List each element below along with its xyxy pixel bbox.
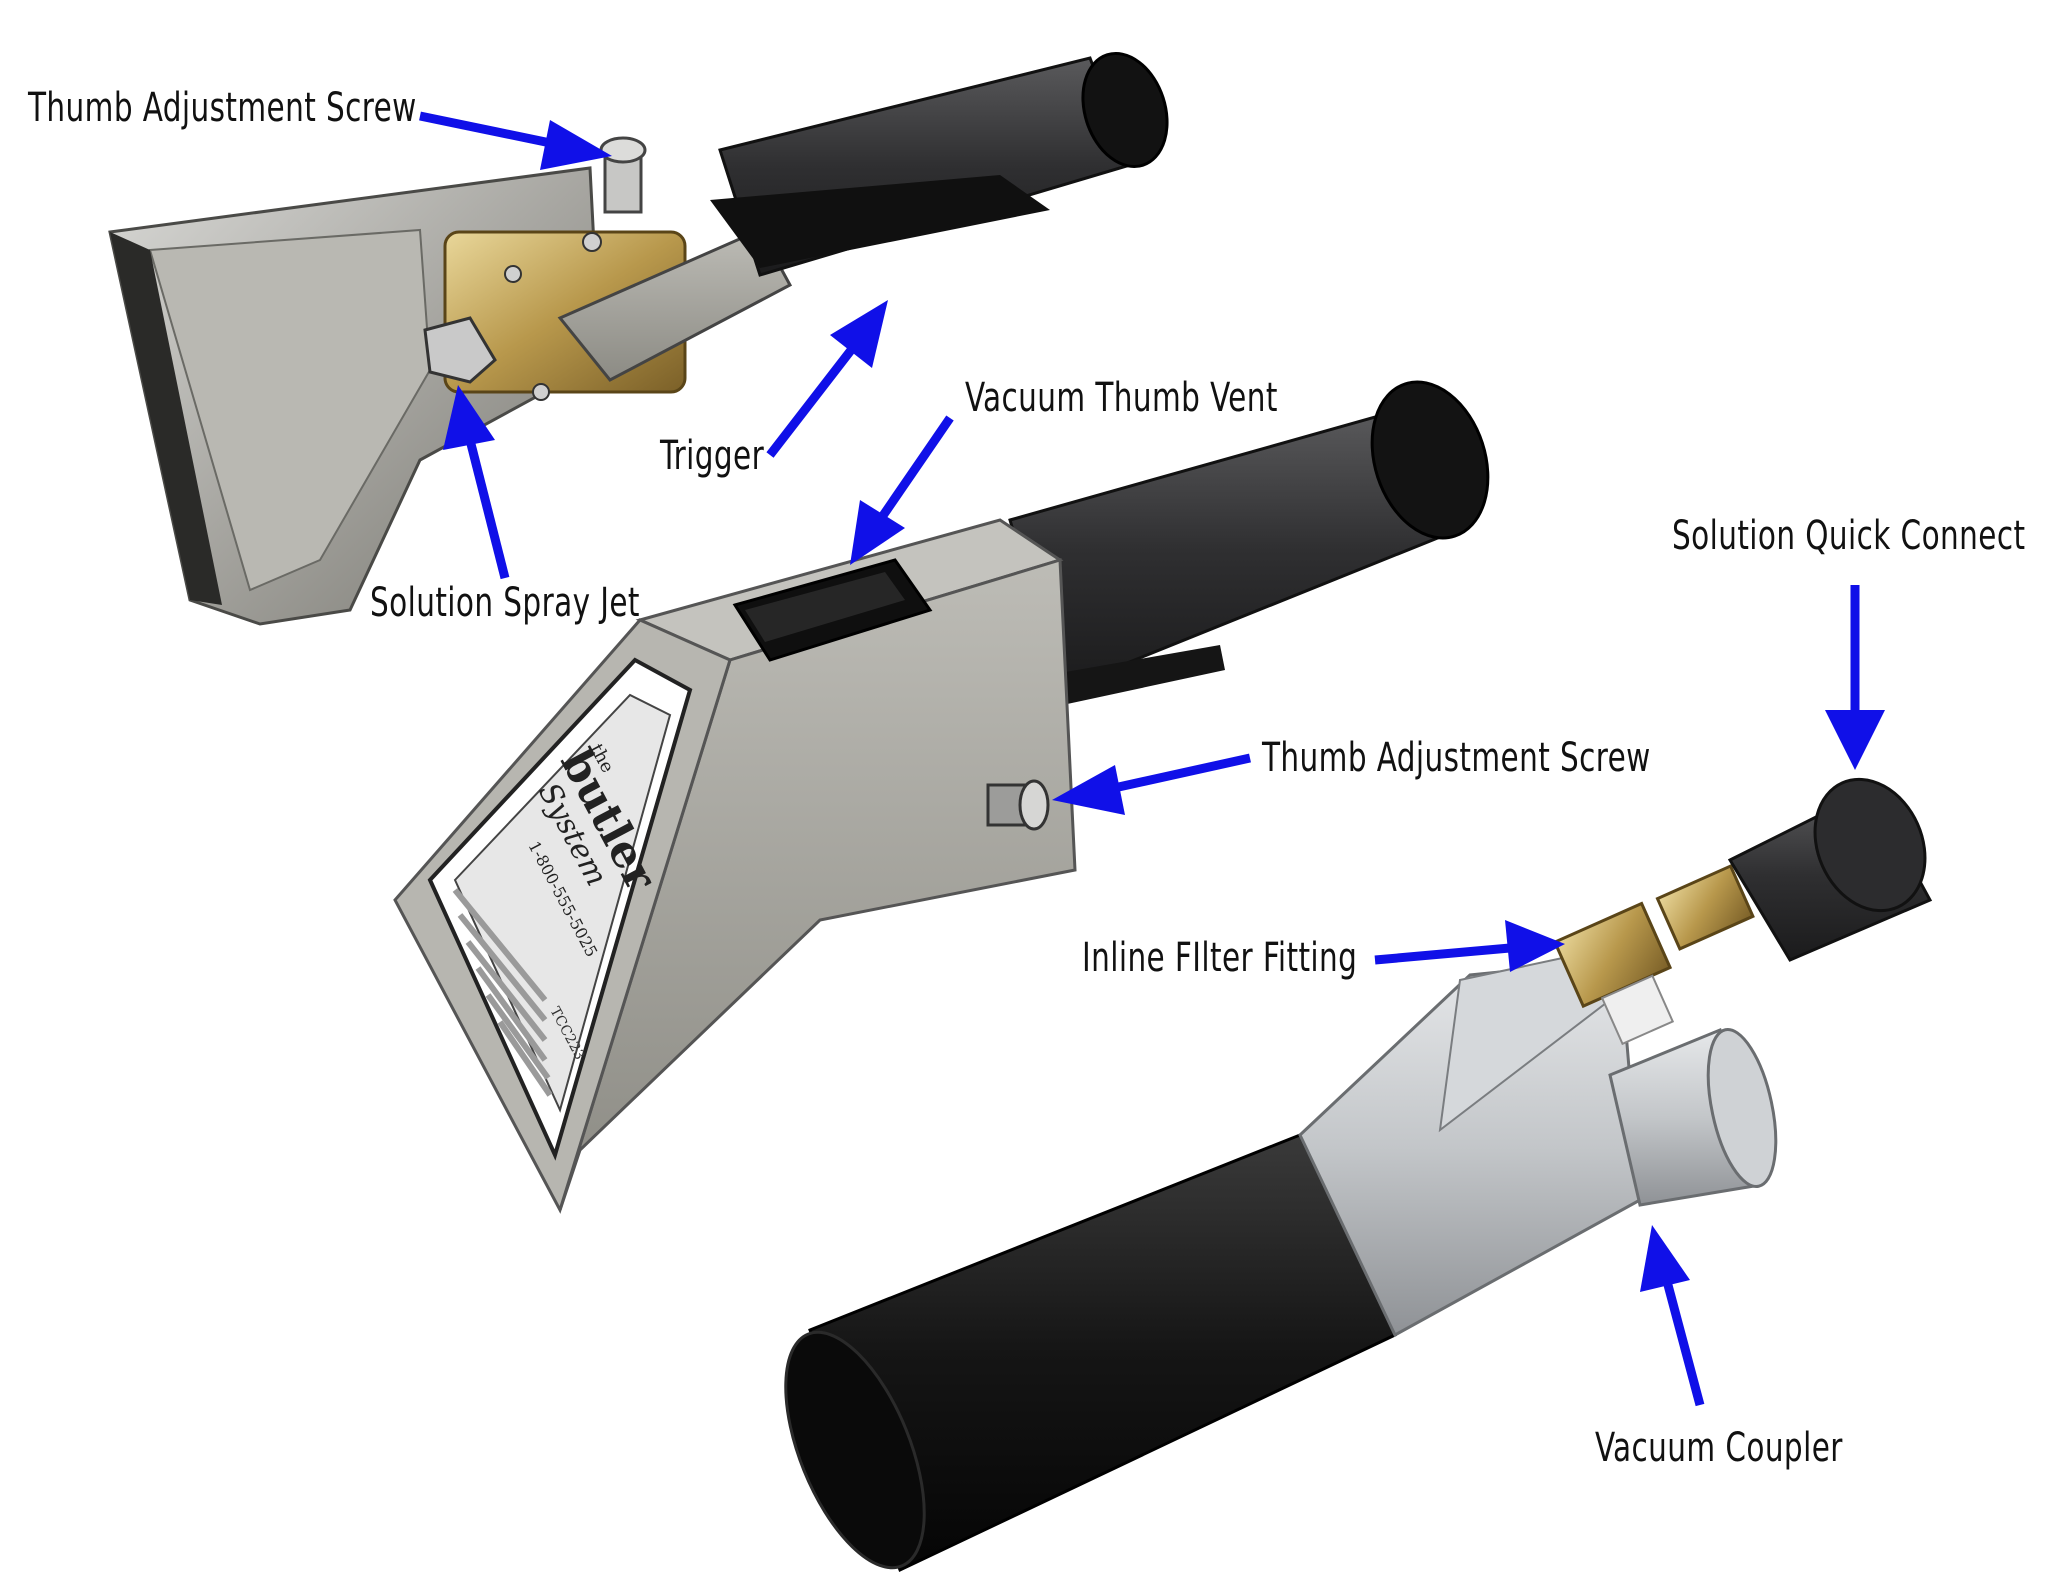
arrow-vacuum-coupler bbox=[1640, 1225, 1705, 1407]
arrow-vacuum-thumb-vent bbox=[850, 415, 954, 565]
trigger-lever bbox=[557, 228, 793, 382]
top-wand-head-inner bbox=[148, 228, 432, 592]
label-inline-filter-fitting: Inline FIlter Fitting bbox=[1082, 935, 1358, 981]
vacuum-thumb-vent-button bbox=[732, 558, 933, 662]
solution-quick-connect-part bbox=[1727, 777, 1933, 962]
hose-opening bbox=[784, 1330, 926, 1570]
arrow-thumb-screw-top bbox=[419, 111, 612, 170]
arrow-inline-filter bbox=[1374, 920, 1565, 972]
label-solution-spray-jet: Solution Spray Jet bbox=[370, 580, 640, 626]
top-wand-handle bbox=[710, 51, 1169, 277]
label-stripes bbox=[452, 888, 553, 1097]
top-wand bbox=[108, 51, 1169, 626]
thumb-screw-top bbox=[599, 136, 647, 214]
label-thumb-adjustment-screw-mid: Thumb Adjustment Screw bbox=[1262, 735, 1651, 781]
label-solution-quick-connect: Solution Quick Connect bbox=[1672, 513, 2026, 559]
brand-label-panel: the butler System 1-800-555-5025 bbox=[427, 657, 693, 1161]
arrow-thumb-screw-mid bbox=[1052, 753, 1251, 815]
vacuum-coupler-tube bbox=[1608, 1027, 1778, 1207]
middle-wand-end-cap bbox=[1370, 380, 1490, 540]
label-trigger: Trigger bbox=[660, 433, 765, 479]
annotation-arrows bbox=[419, 111, 1885, 1407]
inline-filter-fitting-part bbox=[1552, 864, 1755, 1046]
arrow-solution-quick-connect bbox=[1825, 585, 1885, 770]
label-vacuum-thumb-vent: Vacuum Thumb Vent bbox=[965, 375, 1278, 421]
label-thumb-adjustment-screw-top: Thumb Adjustment Screw bbox=[28, 85, 417, 131]
thumb-screw-mid bbox=[986, 779, 1050, 831]
arrow-trigger bbox=[766, 300, 888, 458]
label-vacuum-coupler: Vacuum Coupler bbox=[1595, 1425, 1843, 1471]
top-wand-mouth bbox=[110, 232, 222, 605]
arrow-spray-jet bbox=[443, 385, 510, 580]
spray-jet-nut bbox=[423, 316, 497, 384]
middle-wand-underbar bbox=[1020, 645, 1225, 712]
middle-wand: the butler System 1-800-555-5025 TCC223 bbox=[393, 380, 1490, 1214]
bottom-fitting bbox=[784, 777, 1933, 1573]
